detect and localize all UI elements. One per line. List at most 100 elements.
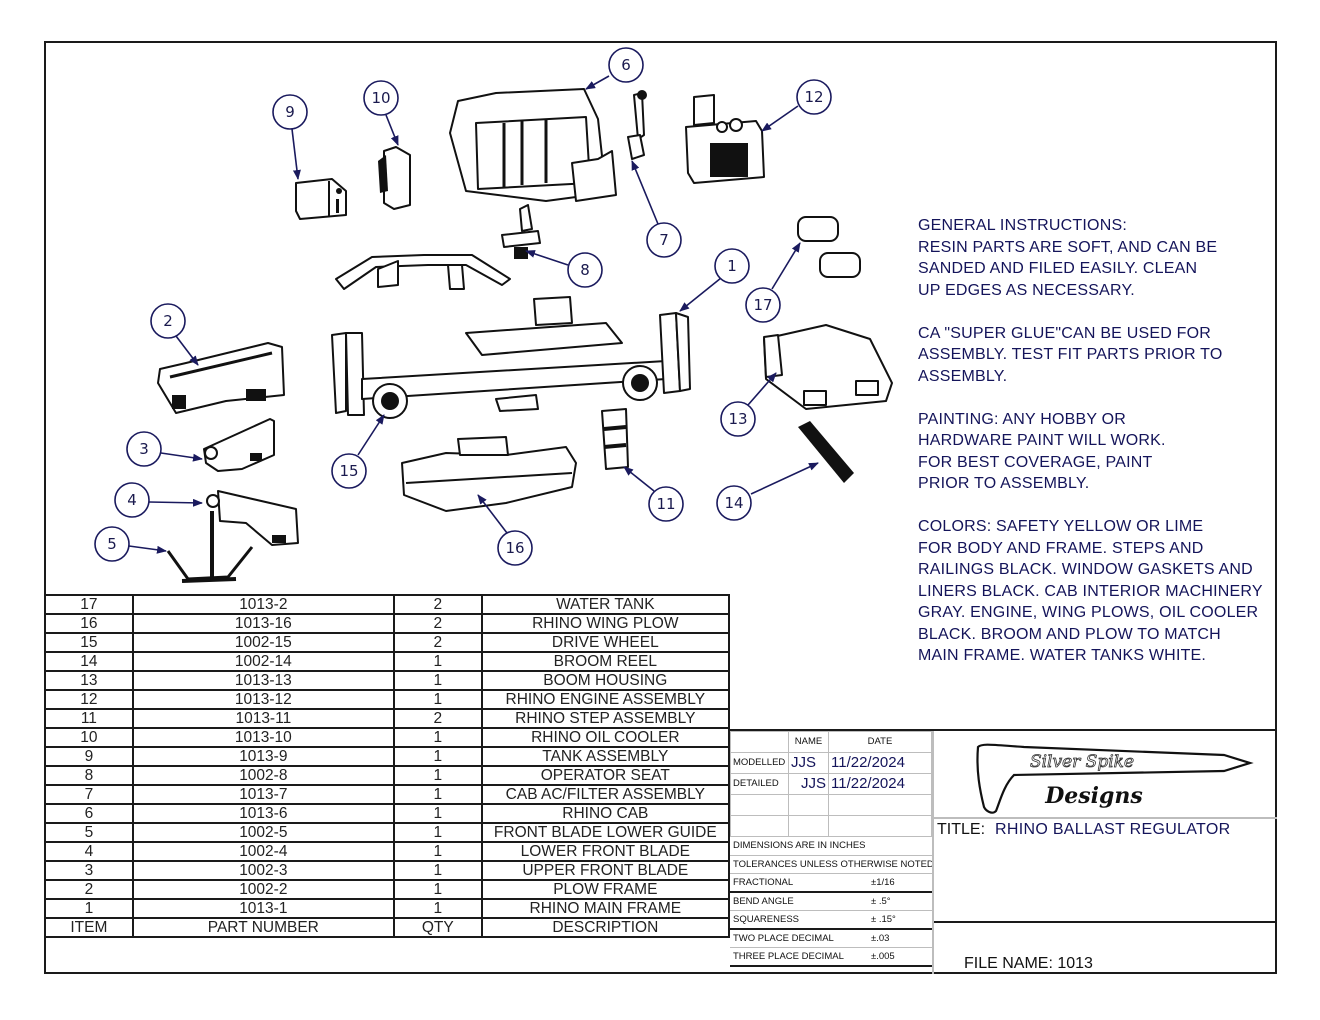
- bom-description: RHINO CAB: [480, 803, 731, 824]
- bom-item-number: 13: [44, 670, 134, 691]
- bom-part-number: 1002-5: [131, 822, 395, 843]
- bom-quantity: 1: [392, 822, 483, 843]
- balloon-label: 11: [656, 495, 675, 513]
- bom-item-number: 7: [44, 784, 134, 805]
- bom-quantity: 1: [392, 689, 483, 710]
- instructions-glue: CA "SUPER GLUE"CAN BE USED FOR ASSEMBLY.…: [918, 324, 1223, 385]
- bom-quantity: 1: [392, 670, 483, 691]
- balloon-13: 13: [720, 372, 777, 437]
- bom-item-number: 16: [44, 613, 134, 634]
- bom-description: UPPER FRONT BLADE: [480, 860, 731, 881]
- part-3-upper-front-blade: [203, 418, 275, 472]
- col-name-header: NAME: [788, 731, 829, 753]
- bom-item-number: 1: [44, 898, 134, 919]
- bom-item-number: 17: [44, 594, 134, 615]
- bom-header-description: DESCRIPTION: [480, 917, 731, 938]
- title-block-divider: [932, 731, 934, 974]
- bom-description: FRONT BLADE LOWER GUIDE: [480, 822, 731, 843]
- modelled-label: MODELLED: [730, 752, 789, 774]
- bom-part-number: 1013-16: [131, 613, 395, 634]
- balloon-label: 4: [127, 491, 137, 509]
- part-10-oil-cooler: [378, 146, 411, 210]
- bom-item-number: 6: [44, 803, 134, 824]
- balloon-label: 8: [580, 261, 590, 279]
- balloon-label: 13: [728, 410, 747, 428]
- bom-item-number: 2: [44, 879, 134, 900]
- bom-quantity: 2: [392, 613, 483, 634]
- logo-line2: Designs: [1044, 783, 1143, 809]
- bom-quantity: 1: [392, 727, 483, 748]
- title-row: TITLE: RHINO BALLAST REGULATOR: [937, 821, 1273, 839]
- bom-part-number: 1013-1: [131, 898, 395, 919]
- tolerance-value: ±1/16: [871, 877, 895, 888]
- balloon-label: 2: [163, 312, 173, 330]
- balloon-1: 1: [679, 248, 750, 312]
- modelled-name: JJS: [788, 752, 829, 774]
- bom-description: RHINO MAIN FRAME: [480, 898, 731, 919]
- part-11-rhino-step: [601, 408, 629, 470]
- modelled-date: 11/22/2024: [828, 752, 932, 774]
- bom-header-part-number: PART NUMBER: [131, 917, 395, 938]
- balloon-label: 17: [753, 296, 772, 314]
- bom-part-number: 1013-10: [131, 727, 395, 748]
- tolerance-label: BEND ANGLE: [733, 895, 794, 907]
- balloon-label: 7: [659, 231, 669, 249]
- balloon-14: 14: [716, 462, 819, 521]
- balloon-label: 15: [339, 462, 358, 480]
- detailed-label: DETAILED: [730, 773, 789, 795]
- bom-item-number: 10: [44, 727, 134, 748]
- part-8-operator-seat: [501, 204, 541, 259]
- part-16-rhino-wing-plow: [401, 436, 577, 512]
- tolerances-note: TOLERANCES UNLESS OTHERWISE NOTED: [730, 856, 932, 874]
- balloon-9: 9: [272, 94, 308, 180]
- bom-item-number: 3: [44, 860, 134, 881]
- bom-description: DRIVE WHEEL: [480, 632, 731, 653]
- bom-description: RHINO STEP ASSEMBLY: [480, 708, 731, 729]
- bom-quantity: 1: [392, 860, 483, 881]
- balloon-10: 10: [363, 80, 399, 146]
- balloon-label: 16: [505, 539, 524, 557]
- balloon-label: 5: [107, 535, 117, 553]
- exploded-view-drawing: 1 2 3 4 5 6 7 8 9 10: [94, 47, 893, 583]
- logo-line1: Silver Spike: [1030, 752, 1134, 772]
- bom-part-number: 1013-9: [131, 746, 395, 767]
- drawing-frame: [44, 41, 1277, 974]
- balloon-17: 17: [745, 242, 801, 323]
- balloon-label: 10: [371, 89, 390, 107]
- balloon-label: 9: [285, 103, 295, 121]
- title-block: NAME DATE MODELLED JJS 11/22/2024 DETAIL…: [730, 729, 1277, 974]
- bom-item-number: 9: [44, 746, 134, 767]
- tolerances-block: DIMENSIONS ARE IN INCHES TOLERANCES UNLE…: [730, 837, 932, 967]
- part-12-rhino-engine: [685, 94, 765, 184]
- title-label: TITLE:: [937, 821, 986, 838]
- bom-part-number: 1013-13: [131, 670, 395, 691]
- balloon-8: 8: [525, 250, 603, 288]
- part-7-cab-ac-filter: [627, 90, 647, 160]
- tolerance-value: ± .5°: [871, 895, 891, 907]
- instructions-colors: COLORS: SAFETY YELLOW OR LIME FOR BODY A…: [918, 518, 1263, 664]
- bom-description: CAB AC/FILTER ASSEMBLY: [480, 784, 731, 805]
- bom-description: TANK ASSEMBLY: [480, 746, 731, 767]
- bom-item-number: 11: [44, 708, 134, 729]
- bom-item-number: 5: [44, 822, 134, 843]
- bom-description: LOWER FRONT BLADE: [480, 841, 731, 862]
- bom-part-number: 1002-15: [131, 632, 395, 653]
- bom-quantity: 1: [392, 784, 483, 805]
- bom-part-number: 1002-4: [131, 841, 395, 862]
- balloon-12: 12: [761, 79, 832, 132]
- bom-description: BROOM REEL: [480, 651, 731, 672]
- tolerance-label: THREE PLACE DECIMAL: [733, 951, 844, 962]
- bom-quantity: 2: [392, 632, 483, 653]
- bom-description: BOOM HOUSING: [480, 670, 731, 691]
- bom-part-number: 1013-2: [131, 594, 395, 615]
